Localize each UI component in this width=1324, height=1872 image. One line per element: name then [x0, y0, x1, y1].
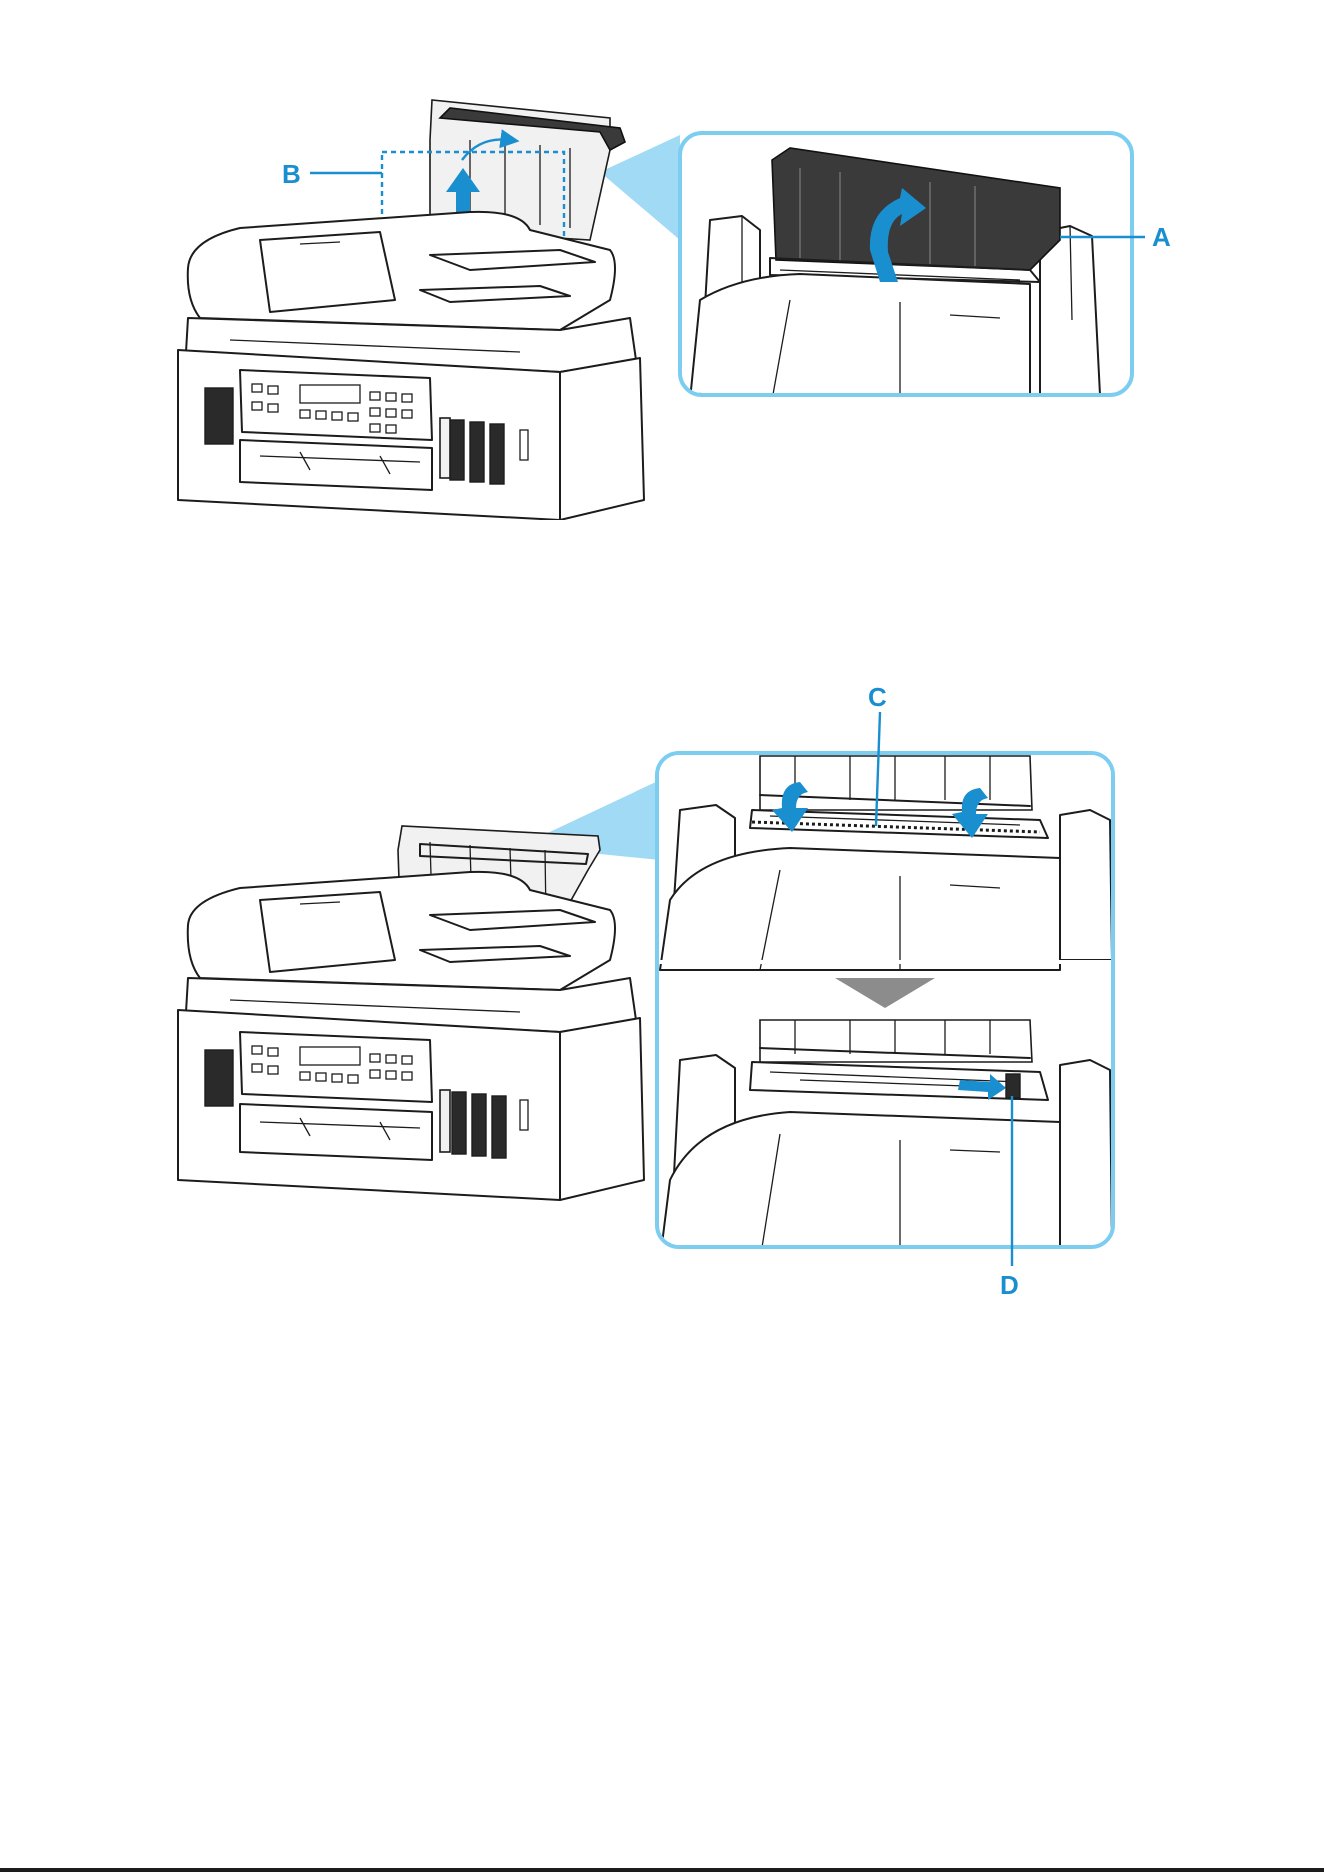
callout-b-label: B [282, 159, 301, 189]
figure-2-illustration: C D [0, 660, 1324, 1300]
figure-open-slot-and-slide-guide: C D [0, 660, 1324, 1300]
figure-1-illustration: B A [0, 0, 1324, 520]
printer-body [178, 350, 644, 520]
upper-view-open-slot [659, 755, 1112, 970]
printer-illustration-2 [178, 826, 644, 1200]
page-bottom-edge [0, 1858, 1324, 1872]
paper-guide [1006, 1074, 1020, 1098]
callout-a-label: A [1152, 222, 1171, 252]
callout-d-label: D [1000, 1270, 1019, 1300]
ink-tank [450, 420, 464, 480]
figure-open-feed-slot-cover: B A [0, 0, 1324, 520]
rear-cover-surface [690, 274, 1030, 400]
callout-c-label: C [868, 682, 887, 712]
printer-illustration [178, 100, 644, 520]
ink-window-left [205, 388, 233, 444]
zoom-beam [600, 135, 680, 240]
zoom-view-feed-slot-cover [680, 133, 1132, 400]
zoom-view-slide-guide [657, 753, 1113, 1260]
